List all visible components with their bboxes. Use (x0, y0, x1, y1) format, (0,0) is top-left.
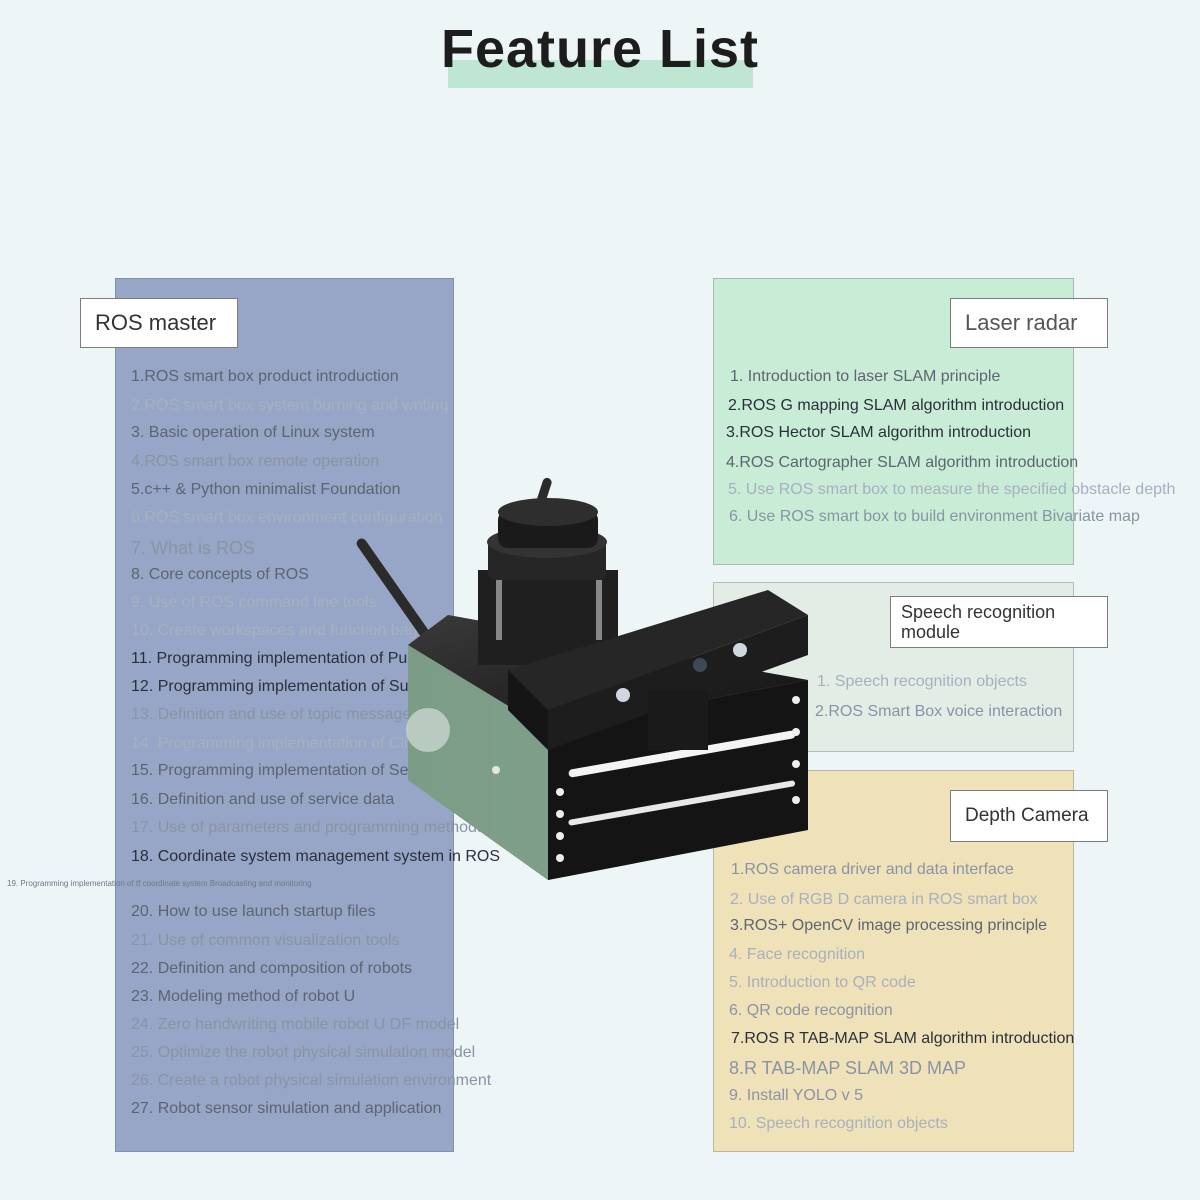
list-item: 4.ROS Cartographer SLAM algorithm introd… (726, 454, 1079, 471)
ros-master-panel (115, 278, 454, 1152)
list-item: 10. Speech recognition objects (729, 1115, 948, 1132)
list-item: 27. Robot sensor simulation and applicat… (131, 1100, 442, 1117)
list-item: 17. Use of parameters and programming me… (131, 819, 485, 836)
list-item: 8.R TAB-MAP SLAM 3D MAP (729, 1058, 967, 1078)
list-item: 7.ROS R TAB-MAP SLAM algorithm introduct… (731, 1030, 1075, 1047)
depth-camera-device (508, 590, 808, 750)
list-item: 24. Zero handwriting mobile robot U DF m… (131, 1016, 460, 1033)
list-item: 20. How to use launch startup files (131, 903, 376, 920)
list-item: 4.ROS smart box remote operation (131, 453, 380, 470)
list-item: 6. Use ROS smart box to build environmen… (729, 508, 1140, 525)
list-item: 4. Face recognition (729, 946, 866, 963)
header: Feature List (0, 14, 1200, 84)
speech-recognition-label: Speech recognition module (890, 596, 1108, 648)
list-item: 26. Create a robot physical simulation e… (131, 1072, 492, 1089)
list-item: 15. Programming implementation of Server (131, 762, 437, 779)
list-item: 1.ROS smart box product introduction (131, 368, 399, 385)
robot-illustration (356, 477, 808, 880)
list-item: 1. Speech recognition objects (817, 673, 1027, 690)
list-item: 3.ROS+ OpenCV image processing principle (730, 917, 1048, 934)
list-item: 16. Definition and use of service data (131, 791, 395, 808)
list-item: 9. Install YOLO v 5 (729, 1087, 863, 1104)
list-item: 9. Use of ROS command line tools (131, 594, 377, 611)
list-item: 23. Modeling method of robot U (131, 988, 356, 1005)
list-item: 2.ROS smart box system burning and writi… (131, 397, 449, 414)
list-item: 6.ROS smart box environment configuratio… (131, 509, 443, 526)
laser-radar-label: Laser radar (950, 298, 1108, 348)
list-item: 2.ROS G mapping SLAM algorithm introduct… (728, 397, 1065, 414)
list-item: 8. Core concepts of ROS (131, 566, 309, 583)
list-item: 5. Use ROS smart box to measure the spec… (728, 481, 1176, 498)
ros-master-label: ROS master (80, 298, 238, 348)
list-item: 5. Introduction to QR code (729, 974, 916, 991)
list-item: 2.ROS Smart Box voice interaction (815, 703, 1063, 720)
list-item: 10. Create workspaces and function bag (131, 622, 418, 639)
antenna-left (356, 538, 430, 639)
list-item: 19. Programming implementation of tf coo… (7, 879, 312, 888)
list-item: 13. Definition and use of topic message (131, 706, 412, 723)
page-title: Feature List (440, 19, 760, 79)
list-item: 3. Basic operation of Linux system (131, 424, 375, 441)
lidar-module (478, 498, 618, 665)
title-highlight (448, 60, 753, 88)
depth-camera-label: Depth Camera (950, 790, 1108, 842)
list-item: 22. Definition and composition of robots (131, 960, 413, 977)
list-item: 14. Programming implementation of Client (131, 735, 430, 752)
list-item: 11. Programming implementation of Publis… (131, 650, 488, 667)
list-item: 7. What is ROS (131, 538, 256, 558)
list-item: 1. Introduction to laser SLAM principle (730, 368, 1001, 385)
list-item: 5.c++ & Python minimalist Foundation (131, 481, 401, 498)
list-item: 18. Coordinate system management system … (131, 848, 501, 865)
list-item: 2. Use of RGB D camera in ROS smart box (730, 891, 1038, 908)
list-item: 21. Use of common visualization tools (131, 932, 400, 949)
list-item: 25. Optimize the robot physical simulati… (131, 1044, 476, 1061)
list-item: 6. QR code recognition (729, 1002, 893, 1019)
list-item: 1.ROS camera driver and data interface (731, 861, 1014, 878)
list-item: 3.ROS Hector SLAM algorithm introduction (726, 424, 1032, 441)
